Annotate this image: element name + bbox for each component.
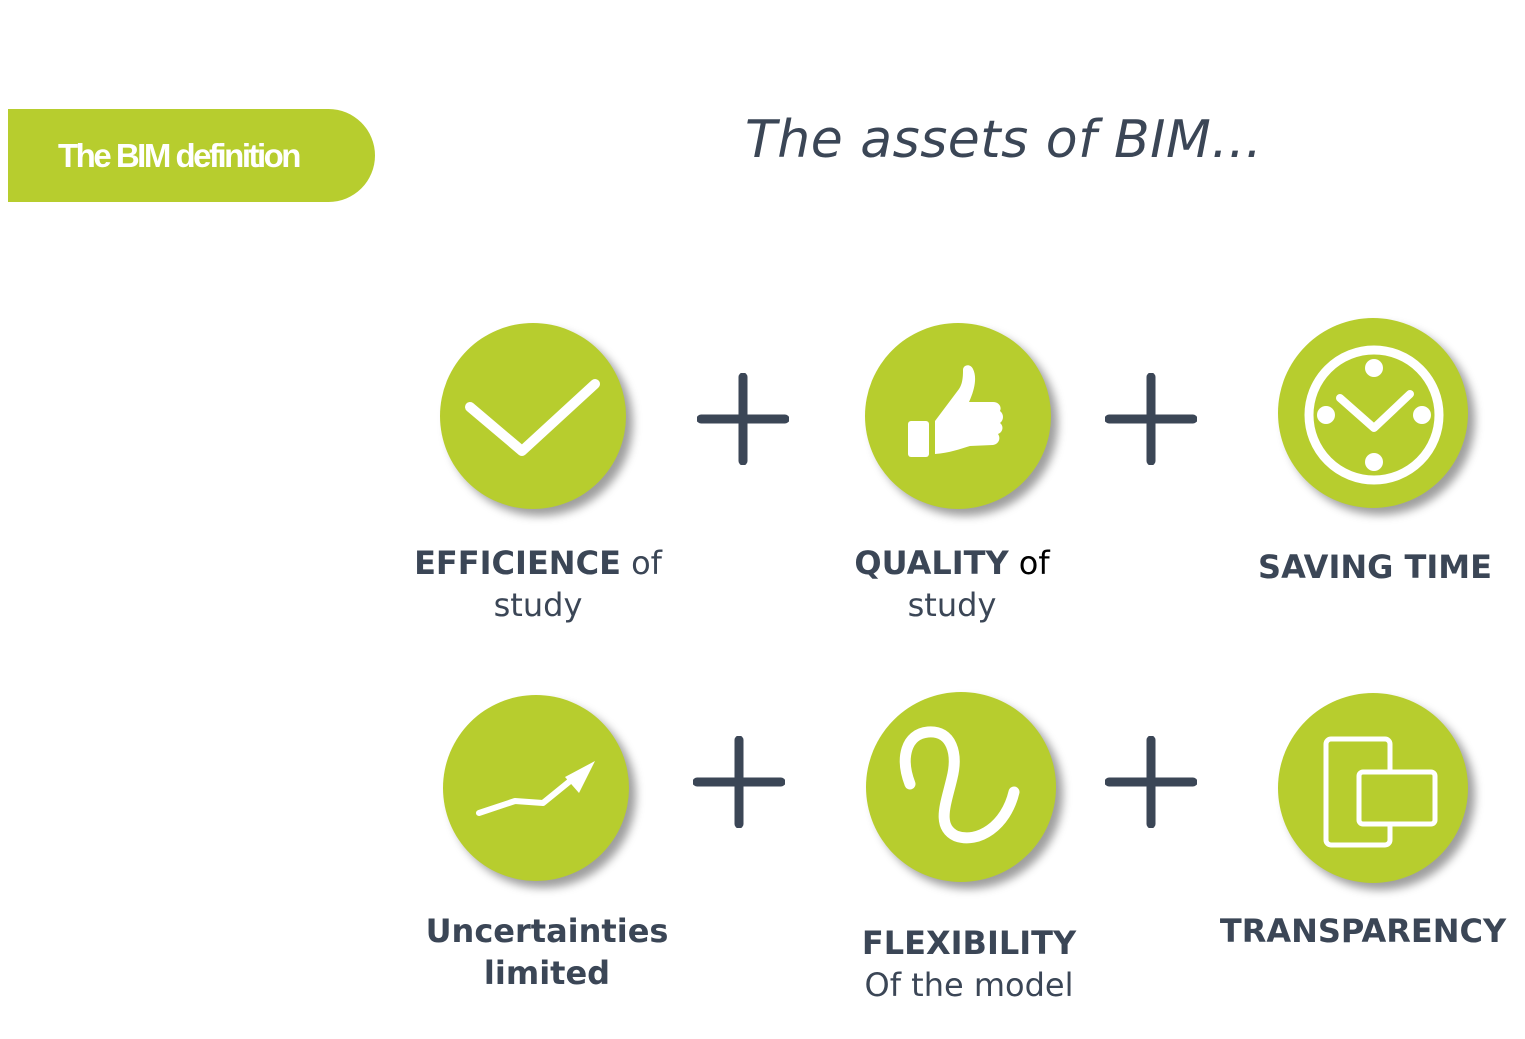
uncertainties-label-bold2: limited: [483, 954, 611, 992]
trend-arrow-icon: [476, 761, 595, 816]
flexibility-label-bold: FLEXIBILITY: [861, 924, 1077, 962]
section-tag-label: The BIM definition: [58, 136, 301, 174]
quality-circle: [865, 323, 1051, 509]
uncertainties-label-bold: Uncertainties: [425, 912, 669, 950]
transparency-label: TRANSPARENCY: [1215, 910, 1511, 952]
quality-label: QUALITY of study: [812, 542, 1092, 626]
quality-label-rest: of: [1008, 544, 1050, 582]
quality-label-bold: QUALITY: [854, 544, 1009, 582]
efficience-circle: [440, 323, 626, 509]
section-tag: The BIM definition: [8, 109, 375, 202]
transparency-circle: [1278, 693, 1468, 883]
plus-icon: [697, 373, 789, 465]
page-title: The assets of BIM...: [745, 110, 1263, 170]
quality-label-line2: study: [907, 586, 997, 624]
saving-time-label: SAVING TIME: [1225, 546, 1525, 588]
flexible-curve-icon: [899, 726, 1020, 844]
flexibility-circle: [866, 692, 1056, 882]
efficience-label-rest: of: [620, 544, 662, 582]
clock-icon: [1304, 345, 1444, 485]
uncertainties-label: Uncertainties limited: [407, 910, 687, 994]
flexibility-label-line2: Of the model: [864, 966, 1074, 1004]
checkmark-icon: [465, 379, 600, 456]
uncertainties-circle: [443, 695, 629, 881]
plus-icon: [693, 736, 785, 828]
overlapping-panels-icon: [1323, 736, 1438, 848]
flexibility-label: FLEXIBILITY Of the model: [819, 922, 1119, 1006]
efficience-label-line2: study: [493, 586, 583, 624]
transparency-label-bold: TRANSPARENCY: [1219, 912, 1507, 950]
plus-icon: [1105, 373, 1197, 465]
saving-time-circle: [1278, 318, 1468, 508]
efficience-label-bold: EFFICIENCE: [414, 544, 621, 582]
plus-icon: [1105, 736, 1197, 828]
thumbs-up-icon: [908, 365, 1003, 457]
efficience-label: EFFICIENCE of study: [398, 542, 678, 626]
saving-time-label-bold: SAVING TIME: [1258, 548, 1492, 586]
